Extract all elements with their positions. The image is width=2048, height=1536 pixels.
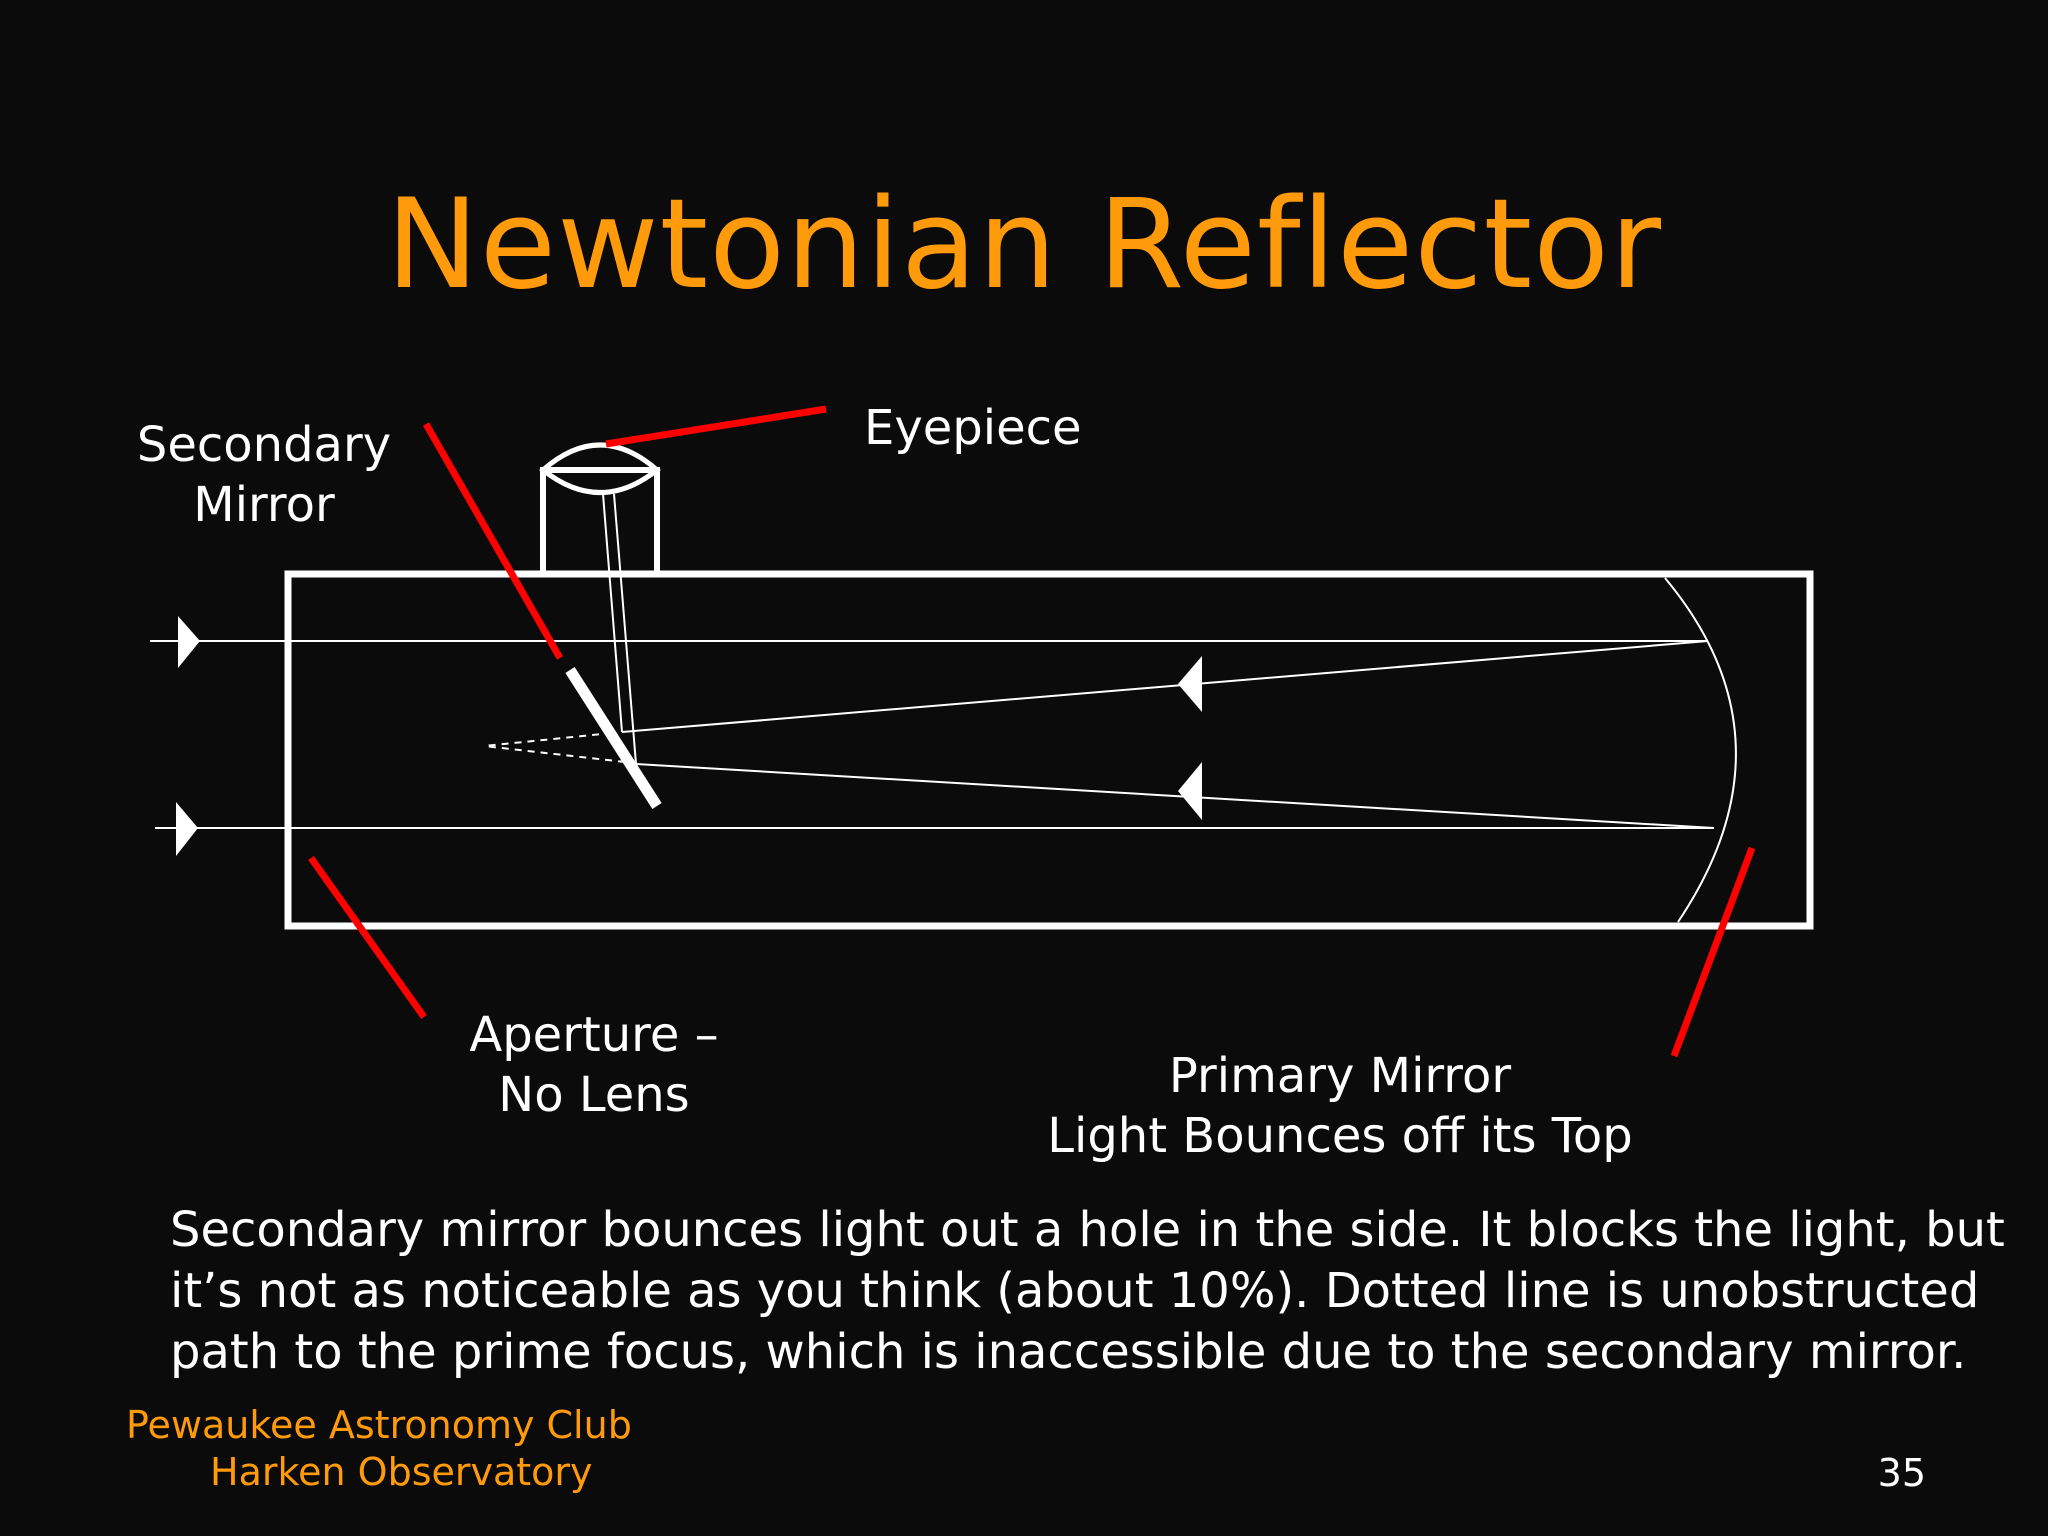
caption-line: it’s not as noticeable as you think (abo… [170,1263,1980,1319]
eyepiece-pointer [605,405,827,448]
arrow-icons [176,616,1202,856]
light-rays [150,493,1715,829]
primary-mirror-label: Primary Mirror Light Bounces off its Top [1047,1048,1633,1164]
secondary-mirror-icon [565,667,662,809]
pointer-lines [308,405,1756,1058]
secondary-mirror-label: Secondary Mirror [136,417,392,533]
slide-caption: Secondary mirror bounces light out a hol… [170,1200,2005,1383]
telescope-tube [284,570,1814,930]
arrow-left-icon [1178,762,1202,820]
page-number: 35 [1877,1451,1926,1495]
caption-line: path to the prime focus, which is inacce… [170,1324,1967,1380]
arrow-right-icon [178,616,200,668]
footer-club: Pewaukee Astronomy Club [126,1403,632,1447]
prime-focus-dotted-path [483,732,626,763]
arrow-left-icon [1178,656,1202,712]
secondary-mirror-pointer [422,422,564,660]
footer-organization: Pewaukee Astronomy Club Harken Observato… [126,1402,632,1496]
caption-line: Secondary mirror bounces light out a hol… [170,1202,2005,1258]
primary-mirror-icon [1664,577,1737,923]
primary-mirror-pointer [1670,846,1756,1058]
aperture-pointer [308,855,427,1020]
arrow-right-icon [176,802,198,856]
eyepiece-label: Eyepiece [864,400,1082,456]
eyepiece-icon [539,442,661,574]
slide-title: Newtonian Reflector [386,173,1662,317]
aperture-label: Aperture – No Lens [469,1007,719,1123]
footer-observatory: Harken Observatory [210,1450,593,1494]
